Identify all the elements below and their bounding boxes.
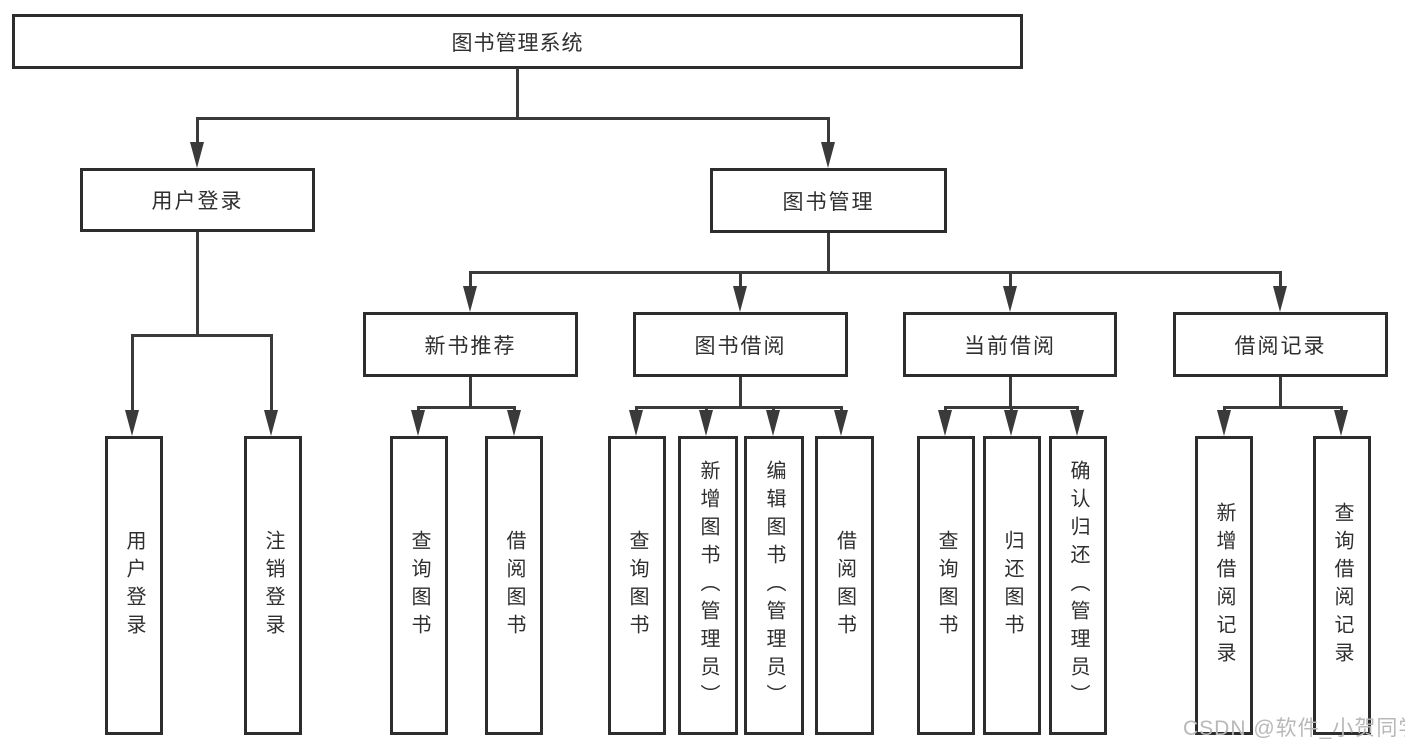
arrow-down-icon (1334, 410, 1348, 436)
connector-line (1279, 377, 1282, 409)
node-label: 查询图书 (408, 529, 430, 642)
connector-line (131, 334, 273, 337)
arrow-down-icon (834, 410, 848, 436)
arrow-down-icon (1070, 410, 1084, 436)
node-user-login: 用户登录 (80, 168, 315, 232)
arrow-down-icon (821, 142, 835, 168)
connector-line (1009, 271, 1012, 290)
leaf-query-borrow-record: 查询借阅记录 (1313, 436, 1371, 735)
connector-line (1223, 406, 1343, 409)
arrow-down-icon (190, 142, 204, 168)
arrow-down-icon (1004, 410, 1018, 436)
node-label: 图书管理系统 (451, 31, 584, 55)
arrow-down-icon (699, 410, 713, 436)
leaf-user-login: 用户登录 (105, 436, 163, 735)
node-label: 用户登录 (123, 529, 145, 642)
leaf-query-books-3: 查询图书 (917, 436, 975, 735)
connector-line (1009, 377, 1012, 409)
csdn-watermark: CSDN @软件_小贺同学 (1183, 717, 1405, 740)
leaf-query-books-2: 查询图书 (608, 436, 666, 735)
connector-line (516, 68, 519, 120)
leaf-borrow-books-2: 借阅图书 (815, 436, 874, 735)
connector-line (131, 334, 134, 414)
connector-line (270, 334, 273, 414)
leaf-return-books: 归还图书 (983, 436, 1041, 735)
node-label: 编辑图书（管理员） (763, 459, 785, 712)
leaf-add-borrow-record: 新增借阅记录 (1195, 436, 1253, 735)
arrow-down-icon (766, 410, 780, 436)
arrow-down-icon (411, 410, 425, 436)
leaf-edit-books-admin: 编辑图书（管理员） (744, 436, 804, 735)
connector-line (196, 117, 199, 147)
arrow-down-icon (629, 410, 643, 436)
node-label: 图书管理 (782, 190, 875, 214)
connector-line (1279, 271, 1282, 290)
node-label: 借阅图书 (833, 529, 856, 642)
node-label: 查询图书 (626, 529, 648, 642)
node-label: 归还图书 (1001, 529, 1023, 642)
node-book-borrow: 图书借阅 (633, 312, 848, 377)
node-label: 图书借阅 (694, 334, 787, 358)
arrow-down-icon (1003, 286, 1017, 312)
leaf-query-books-1: 查询图书 (390, 436, 448, 735)
node-label: 确认归还（管理员） (1067, 459, 1089, 712)
arrow-down-icon (733, 286, 747, 312)
connector-line (739, 271, 742, 290)
arrow-down-icon (1217, 410, 1231, 436)
node-label: 新增借阅记录 (1213, 501, 1235, 670)
connector-line (827, 233, 830, 274)
connector-line (469, 271, 472, 290)
node-label: 新书推荐 (424, 334, 517, 358)
connector-line (635, 406, 843, 409)
leaf-logout: 注销登录 (244, 436, 302, 735)
connector-line (196, 117, 830, 120)
connector-line (417, 406, 516, 409)
node-current-borrow: 当前借阅 (903, 312, 1117, 377)
node-label: 借阅记录 (1234, 334, 1327, 358)
connector-line (739, 377, 742, 409)
arrow-down-icon (125, 410, 139, 436)
leaf-add-books-admin: 新增图书（管理员） (678, 436, 738, 735)
arrow-down-icon (264, 410, 278, 436)
node-label: 当前借阅 (964, 334, 1056, 358)
connector-line (469, 377, 472, 409)
node-label: 查询借阅记录 (1331, 501, 1353, 670)
node-label: 借阅图书 (503, 529, 525, 642)
node-root-library-management-system: 图书管理系统 (12, 14, 1023, 69)
connector-line (827, 117, 830, 147)
arrow-down-icon (1273, 286, 1287, 312)
arrow-down-icon (938, 410, 952, 436)
node-book-management: 图书管理 (710, 168, 947, 233)
node-new-book-recommend: 新书推荐 (363, 312, 578, 377)
node-label: 查询图书 (935, 529, 957, 642)
leaf-borrow-books-1: 借阅图书 (485, 436, 543, 735)
node-label: 新增图书（管理员） (697, 459, 719, 712)
connector-line (196, 232, 199, 337)
connector-line (469, 271, 1282, 274)
node-borrow-records: 借阅记录 (1173, 312, 1388, 377)
node-label: 注销登录 (262, 529, 284, 642)
leaf-confirm-return-admin: 确认归还（管理员） (1049, 436, 1107, 735)
arrow-down-icon (507, 410, 521, 436)
node-label: 用户登录 (151, 190, 244, 213)
arrow-down-icon (463, 286, 477, 312)
